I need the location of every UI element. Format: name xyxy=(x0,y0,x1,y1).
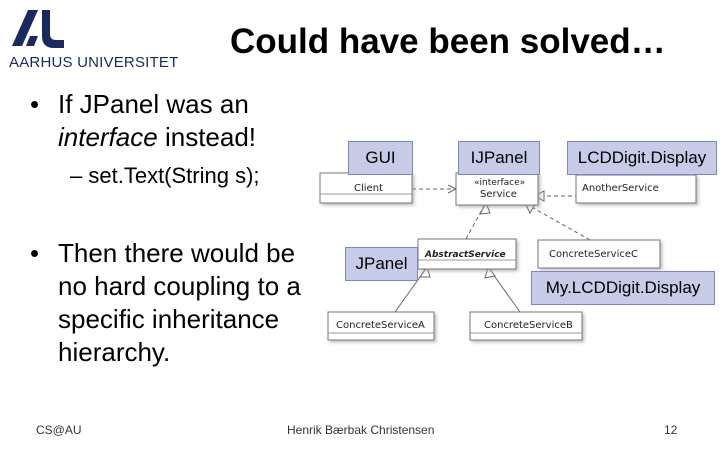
concrete-service-c-label: ConcreteServiceC xyxy=(549,249,638,260)
concrete-service-a-label: ConcreteServiceA xyxy=(336,320,425,331)
bullet-line-1: If JPanel was an xyxy=(58,89,249,119)
bullet-item: • If JPanel was an interface instead! xyxy=(30,88,320,154)
inheritance-line xyxy=(489,269,521,313)
gui-overlay-label: GUI xyxy=(348,141,413,175)
university-name: AARHUS UNIVERSITET xyxy=(9,54,179,71)
page-number: 12 xyxy=(664,423,678,437)
service-interface-box xyxy=(455,172,539,206)
realization-arrowhead xyxy=(479,201,491,215)
slide-title: Could have been solved… xyxy=(230,22,666,61)
realization-line xyxy=(527,204,591,241)
bullet-text: Then there would be no hard coupling to … xyxy=(58,238,301,367)
service-label: Service xyxy=(480,189,517,200)
footer-course: CS@AU xyxy=(36,423,82,437)
sub-bullet-text: set.Text(String s); xyxy=(88,163,260,188)
university-logo-icon xyxy=(12,10,64,48)
sub-bullet-item: – set.Text(String s); xyxy=(70,163,260,189)
ijpanel-overlay-label: IJPanel xyxy=(458,141,540,175)
concrete-service-b-label: ConcreteServiceB xyxy=(484,320,573,331)
jpanel-overlay-label: JPanel xyxy=(345,247,418,281)
concrete-service-b-box xyxy=(469,311,583,341)
concrete-service-a-box xyxy=(327,311,435,341)
uml-diagram: Client «interface» Service AnotherServic… xyxy=(319,172,697,341)
client-label: Client xyxy=(354,183,383,194)
inheritance-arrowhead xyxy=(484,265,496,279)
another-service-class-box xyxy=(575,174,697,204)
bullet-text: If JPanel was an interface instead! xyxy=(58,88,320,154)
another-service-label: AnotherService xyxy=(582,183,659,194)
stereotype-label: «interface» xyxy=(474,178,525,188)
abstract-service-class-box xyxy=(417,238,517,270)
lcd-digit-display-overlay-label: LCDDigit.Display xyxy=(567,141,717,175)
emphasis-text: interface xyxy=(58,122,158,152)
abstract-service-label: AbstractService xyxy=(424,250,506,260)
my-lcd-digit-display-overlay-label: My.LCDDigit.Display xyxy=(531,271,715,305)
concrete-service-c-box xyxy=(537,239,661,269)
sub-bullet-dash: – xyxy=(70,163,83,188)
client-class-box xyxy=(319,172,413,204)
bullet-line-2: instead! xyxy=(157,122,257,152)
realization-arrowhead xyxy=(533,190,545,202)
bullet-symbol: • xyxy=(30,238,40,268)
bullet-item: • Then there would be no hard coupling t… xyxy=(30,237,330,369)
bullet-symbol: • xyxy=(30,89,40,119)
footer-author: Henrik Bærbak Christensen xyxy=(287,423,435,437)
